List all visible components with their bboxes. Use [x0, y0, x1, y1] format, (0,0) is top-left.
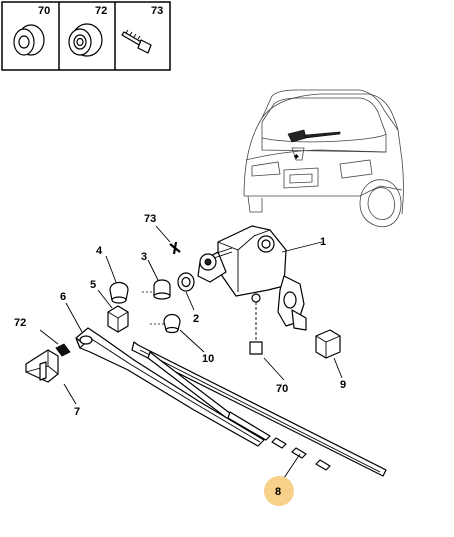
- callout-70[interactable]: 70: [276, 383, 288, 395]
- callout-9[interactable]: 9: [340, 379, 346, 391]
- legend-number: 73: [151, 5, 163, 17]
- wiper-motor[interactable]: [197, 225, 307, 340]
- connector-9[interactable]: [315, 329, 341, 359]
- callout-73[interactable]: 73: [144, 213, 156, 225]
- callout-5[interactable]: 5: [90, 279, 96, 291]
- callout-8[interactable]: 8: [275, 486, 281, 498]
- callout-6[interactable]: 6: [60, 291, 66, 303]
- wiper-blade[interactable]: [131, 341, 387, 477]
- legend-cell-73[interactable]: 73: [121, 5, 163, 54]
- car-rear-illustration: ◆: [243, 89, 404, 228]
- bolt-73[interactable]: [169, 241, 181, 255]
- legend-cell-70[interactable]: 70: [13, 5, 50, 56]
- callout-10[interactable]: 10: [202, 353, 214, 365]
- grommet-seal-icon: [68, 23, 103, 57]
- grommet-70[interactable]: [249, 341, 263, 355]
- callout-8-highlight: [264, 476, 294, 506]
- svg-text:◆: ◆: [293, 153, 299, 160]
- legend-cell-72[interactable]: 72: [68, 5, 107, 57]
- callout-1[interactable]: 1: [320, 236, 326, 248]
- bolt-icon: [121, 29, 152, 54]
- washer-3[interactable]: [142, 279, 171, 300]
- spacer-2[interactable]: [177, 272, 195, 292]
- callout-7[interactable]: 7: [74, 406, 80, 418]
- cap-4[interactable]: [109, 281, 129, 304]
- nut-5[interactable]: [107, 305, 129, 333]
- wiper-arm[interactable]: [75, 327, 265, 447]
- legend-number: 72: [95, 5, 107, 17]
- callout-labels: 1 2 3 4 5 6 7 8 9 10 70 72 73: [14, 213, 346, 498]
- callout-72[interactable]: 72: [14, 317, 26, 329]
- grommet-icon: [13, 24, 45, 56]
- cap-10[interactable]: [150, 313, 181, 334]
- grommet-72[interactable]: [55, 343, 71, 357]
- callout-4[interactable]: 4: [96, 245, 103, 257]
- callout-2[interactable]: 2: [193, 313, 199, 325]
- callout-3[interactable]: 3: [141, 251, 147, 263]
- leader-lines: [39, 225, 343, 485]
- arm-cap[interactable]: [25, 349, 59, 383]
- legend-table: 70 72 73: [1, 1, 171, 71]
- legend-number: 70: [38, 5, 50, 17]
